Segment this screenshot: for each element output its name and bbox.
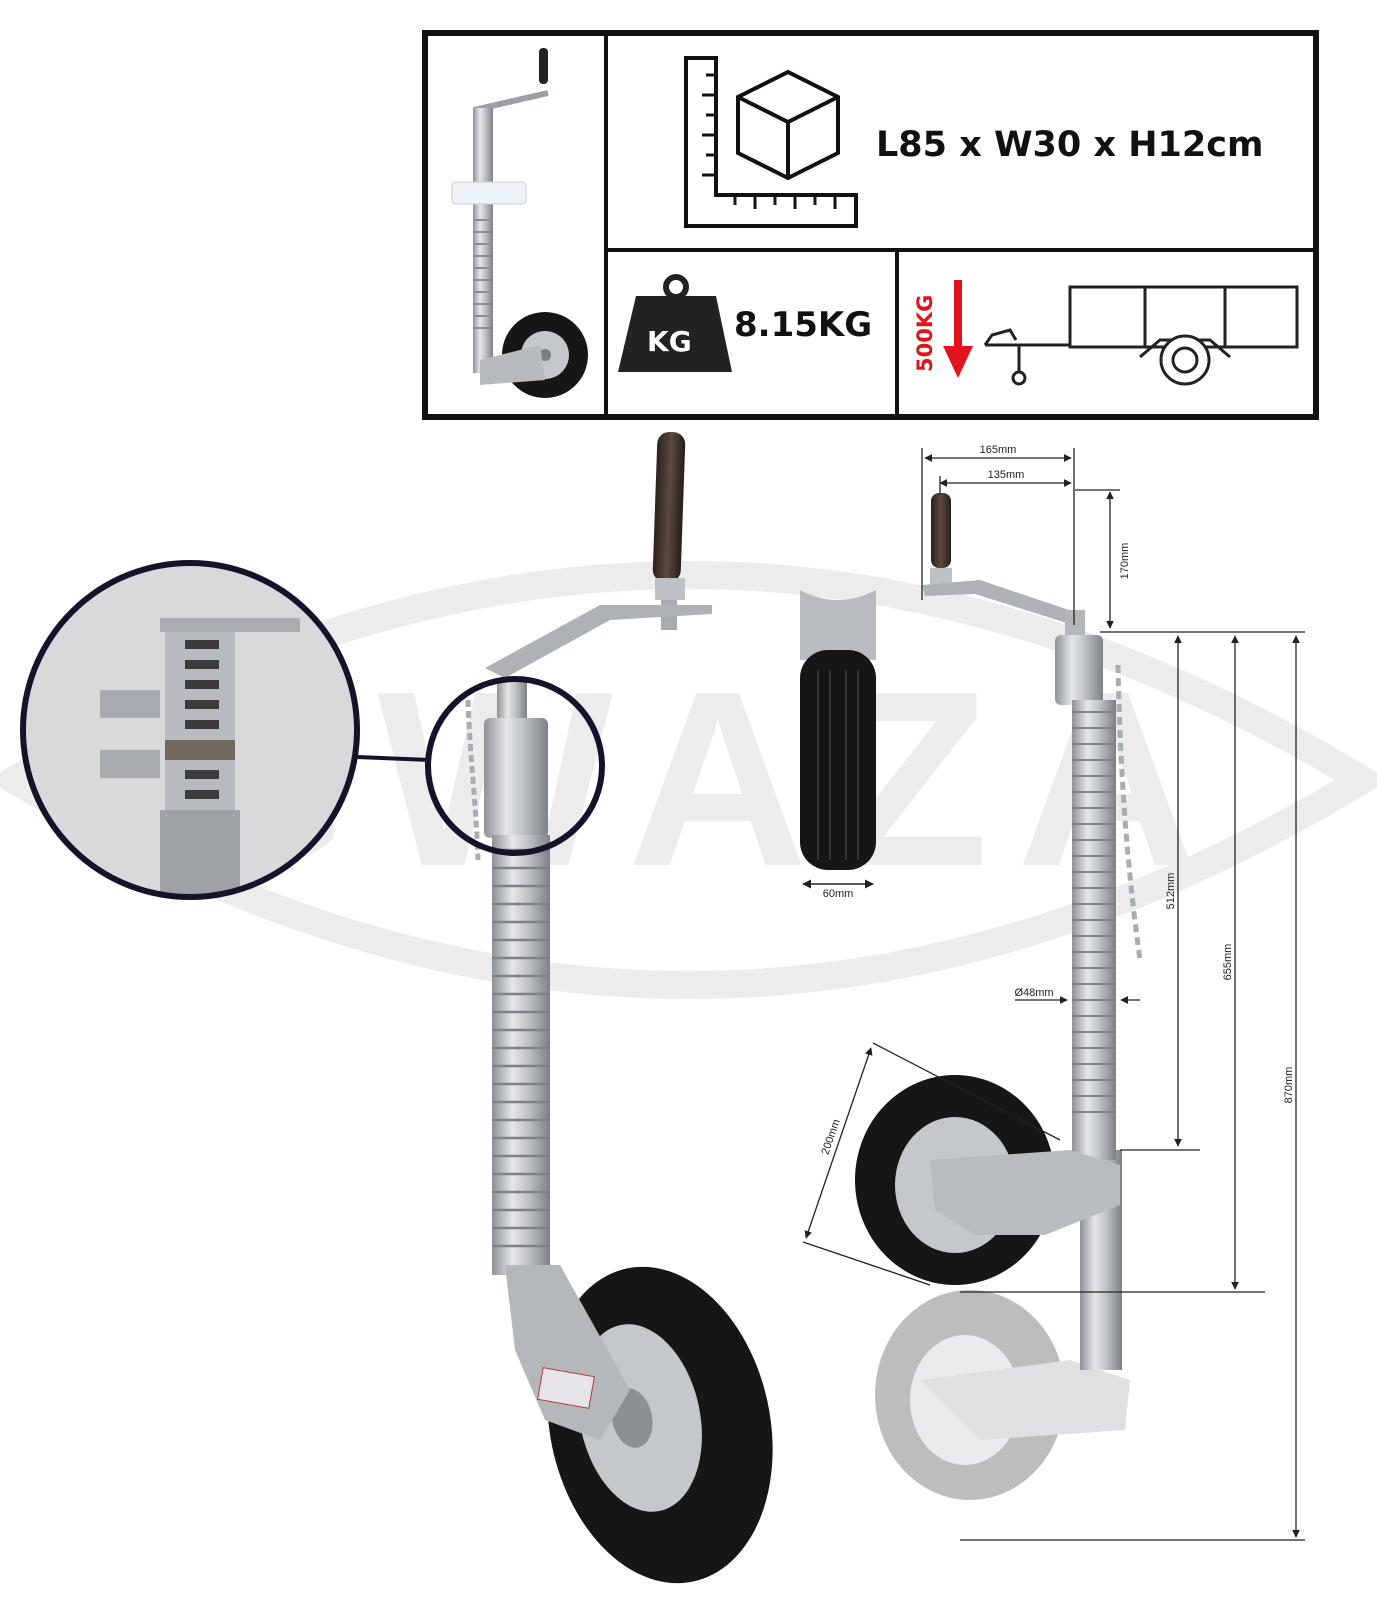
trailer-icon	[983, 285, 1299, 386]
load-capacity-text: 500KG	[913, 295, 937, 372]
handle-height-label: 170mm	[1119, 543, 1131, 580]
jockey-wheel-main	[465, 431, 773, 1584]
spec-panel: L85 x W30 x H12cm KG 8.15KG 500KG	[422, 30, 1319, 420]
tube-length-label: 512mm	[1165, 873, 1177, 910]
weight-icon: KG	[618, 274, 732, 372]
wheel-width-detail: 60mm	[800, 590, 876, 900]
jockey-wheel-thumbnail-icon	[451, 48, 588, 398]
handle-reach-inner-label: 135mm	[988, 469, 1025, 481]
weight-icon-label: KG	[647, 325, 692, 358]
magnify-circle-icon	[20, 560, 605, 900]
weight-text: 8.15KG	[734, 305, 872, 345]
total-height-label: 870mm	[1283, 1067, 1295, 1104]
body-height-label: 655mm	[1222, 944, 1234, 981]
ruler-box-icon	[684, 56, 858, 228]
wheel-diameter-label: 200mm	[820, 1118, 843, 1157]
tube-diameter-label: Ø48mm	[1014, 987, 1053, 999]
handle-reach-outer-label: 165mm	[980, 444, 1017, 456]
jockey-wheel-dimensioned: 165mm 135mm 170mm 512mm 655mm 870mm Ø48m…	[802, 444, 1305, 1541]
down-arrow-icon	[943, 280, 973, 378]
wheel-width-label: 60mm	[823, 888, 854, 900]
dimensions-text: L85 x W30 x H12cm	[876, 125, 1263, 165]
